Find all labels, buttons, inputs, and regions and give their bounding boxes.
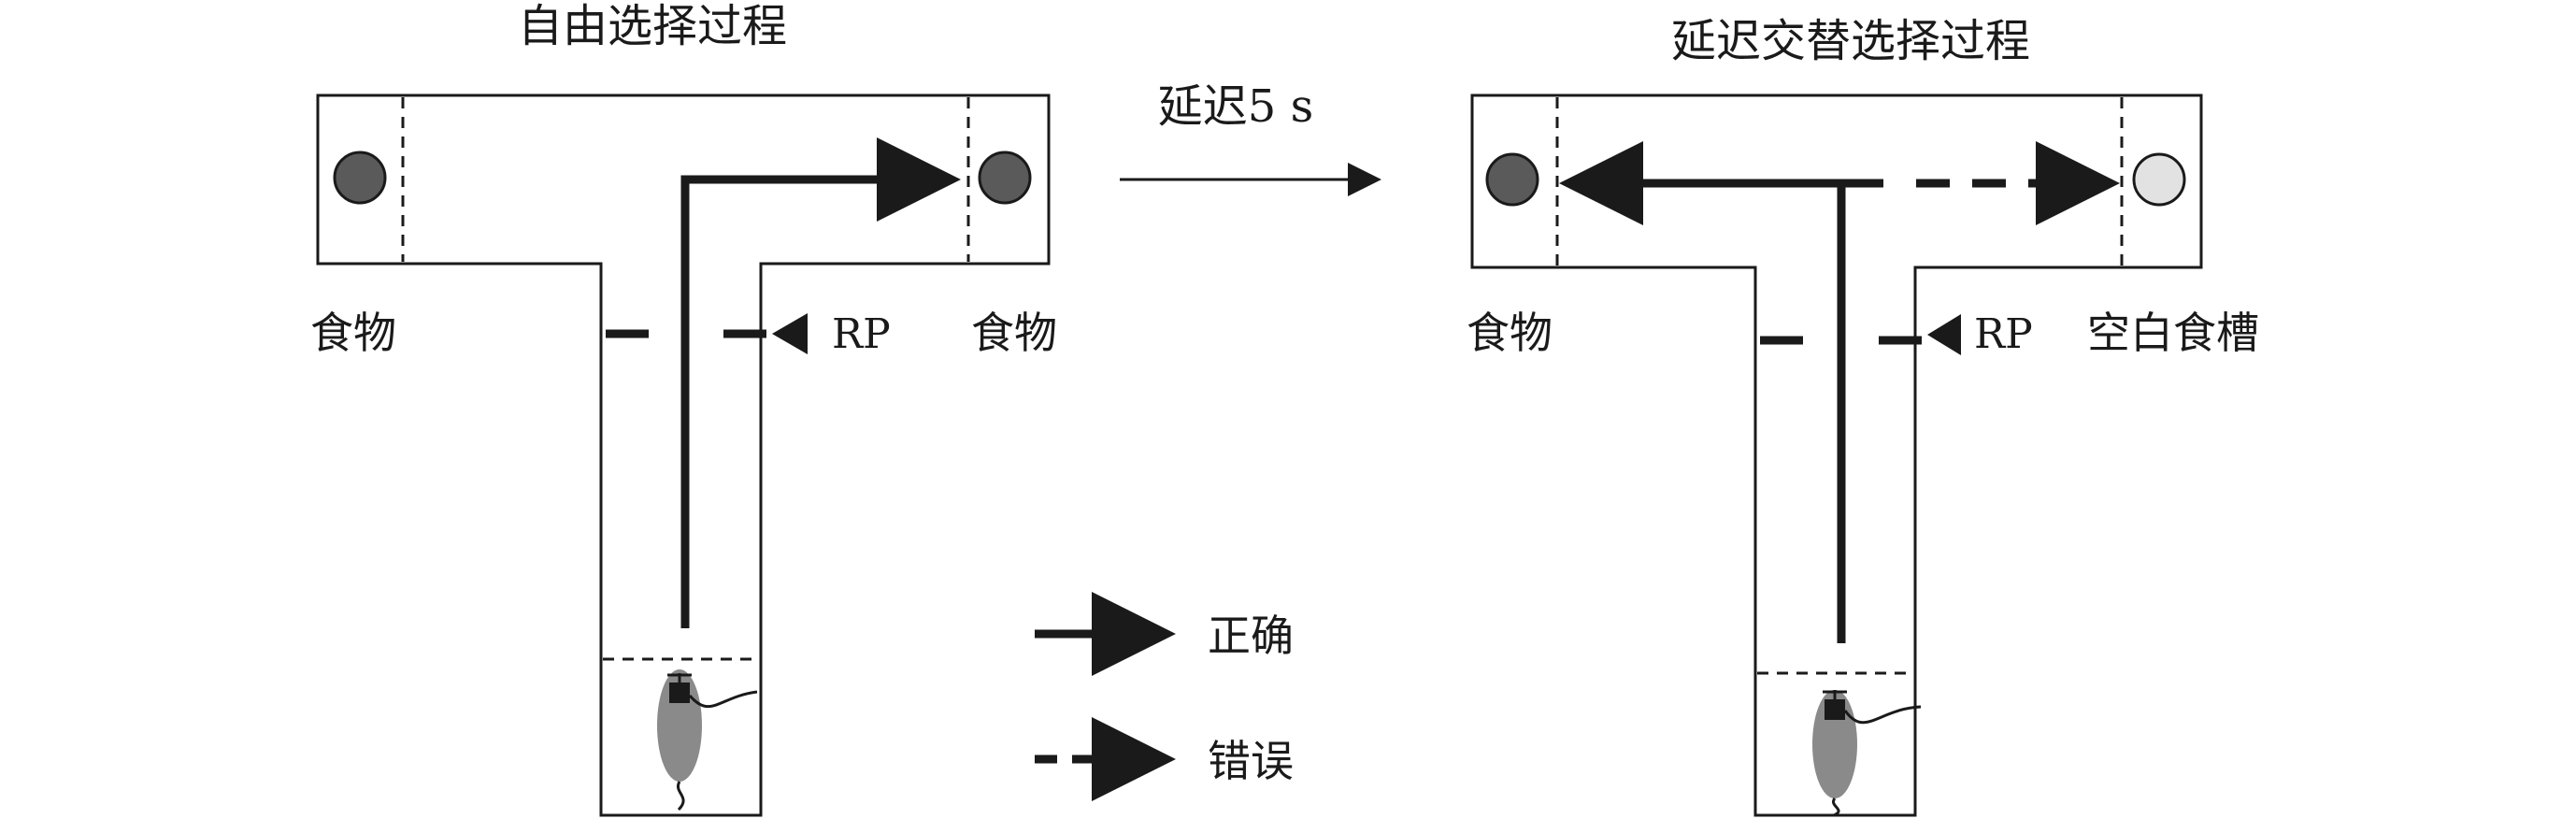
left-t-maze <box>316 93 1051 817</box>
left-panel-title: 自由选择过程 <box>518 0 787 52</box>
right-rp-label: RP <box>1974 310 2033 358</box>
left-panel: 自由选择过程 RP 食物 食物 <box>310 0 1057 817</box>
left-food-label-right: 食物 <box>971 308 1057 358</box>
right-empty-slot-label: 空白食槽 <box>2087 308 2259 358</box>
left-food-well-right <box>978 151 1032 205</box>
left-food-well-left <box>333 151 387 205</box>
legend-correct-label: 正确 <box>1208 611 1294 661</box>
right-food-well <box>1485 152 1539 207</box>
left-correct-path-arrow <box>680 137 961 628</box>
delay-label: 延迟5 s <box>1158 80 1313 133</box>
right-panel: 延迟交替选择过程 RP 食物 空白食槽 <box>1467 15 2259 817</box>
left-rp-label: RP <box>832 310 891 358</box>
left-rat-icon <box>657 669 758 812</box>
right-rp-pointer-icon <box>1927 314 1961 355</box>
right-t-maze <box>1470 93 2203 817</box>
right-rat-icon <box>1812 690 1922 817</box>
right-panel-title: 延迟交替选择过程 <box>1671 15 2030 67</box>
left-rp-pointer-icon <box>772 313 808 354</box>
right-food-label: 食物 <box>1467 308 1553 358</box>
legend: 正确 错误 <box>1035 592 1294 801</box>
transition: 延迟5 s <box>1120 80 1381 196</box>
right-empty-slot <box>2132 152 2186 207</box>
left-food-label-left: 食物 <box>310 308 396 358</box>
legend-wrong-label: 错误 <box>1208 736 1294 786</box>
